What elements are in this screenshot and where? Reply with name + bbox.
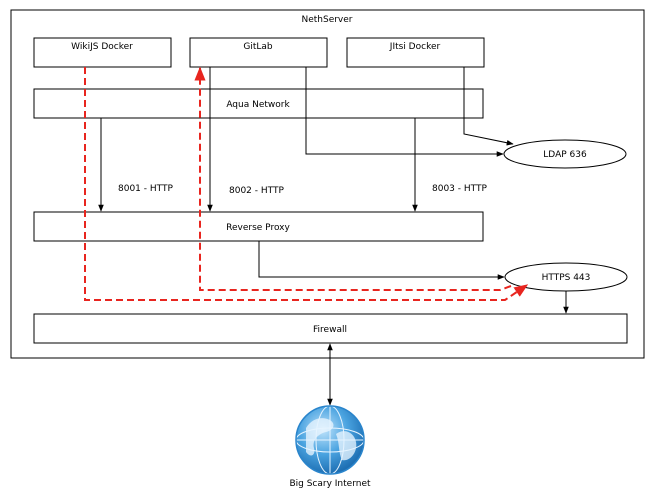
aqua-network-box <box>33 88 484 119</box>
wikijs-label: WikiJS Docker <box>71 42 133 52</box>
reverse-proxy-box <box>33 211 484 242</box>
port-label-wikijs: 8001 - HTTP <box>118 184 173 194</box>
firewall-label: Firewall <box>313 325 347 335</box>
reverse-proxy-label: Reverse Proxy <box>226 223 290 233</box>
jitsi-label: JItsi Docker <box>389 42 441 52</box>
jitsi-box <box>346 37 485 68</box>
nethserver-title: NethServer <box>301 15 352 25</box>
ldap-ellipse <box>503 139 627 169</box>
https-label: HTTPS 443 <box>542 273 591 283</box>
globe-icon <box>295 405 365 475</box>
gitlab-to-ldap-connector <box>305 67 504 157</box>
port-label-gitlab: 8002 - HTTP <box>229 186 284 196</box>
wikijs-box <box>33 37 172 68</box>
wikijs-https-dashed-path <box>84 67 529 301</box>
port-label-jitsi: 8003 - HTTP <box>432 184 487 194</box>
gitlab-box <box>189 37 328 68</box>
https-gitlab-dashed-path <box>194 66 512 291</box>
ldap-label: LDAP 636 <box>543 150 587 160</box>
proxy-to-https-connector <box>258 241 505 280</box>
gitlab-label: GitLab <box>243 42 273 52</box>
aqua-network-label: Aqua Network <box>226 100 290 110</box>
jitsi-to-ldap-connector <box>463 67 514 146</box>
firewall-box <box>33 313 628 344</box>
internet-label: Big Scary Internet <box>289 479 371 489</box>
